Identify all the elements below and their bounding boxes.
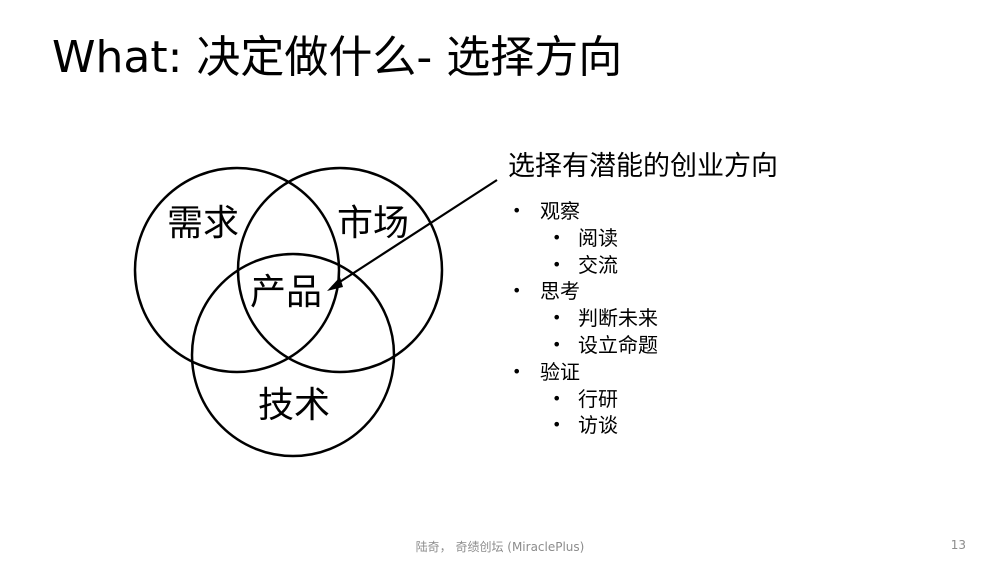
sub-bullet-item: •行研 bbox=[552, 386, 618, 411]
callout-arrow-head bbox=[327, 277, 343, 291]
footer-credit: 陆奇， 奇绩创坛 (MiraclePlus) bbox=[415, 540, 585, 554]
venn-label-demand: 需求 bbox=[167, 203, 240, 244]
bullet-dot-icon: • bbox=[552, 415, 562, 435]
bullet-dot-icon: • bbox=[512, 361, 522, 381]
sub-bullet-item: •阅读 bbox=[552, 225, 618, 250]
bullet-item: •观察 bbox=[512, 199, 580, 223]
slide-title: What: 决定做什么- 选择方向 bbox=[52, 32, 623, 83]
sub-bullet-item: •判断未来 bbox=[552, 306, 658, 331]
venn-label-product: 产品 bbox=[250, 272, 323, 313]
bullet-dot-icon: • bbox=[552, 388, 562, 408]
bullet-dot-icon: • bbox=[552, 254, 562, 274]
venn-label-tech: 技术 bbox=[258, 385, 331, 426]
bullet-dot-icon: • bbox=[512, 201, 522, 220]
venn-circle-demand bbox=[133, 166, 341, 374]
sub-bullet-item: •设立命题 bbox=[552, 332, 658, 357]
bullet-item: •验证 bbox=[512, 359, 580, 384]
sub-bullet-item: •交流 bbox=[552, 252, 618, 277]
sub-bullet-item: •访谈 bbox=[552, 413, 618, 438]
bullet-list: •观察 •阅读 •交流 •思考 •判断未来 •设立命题 •验证 •行研 •访谈 bbox=[512, 198, 658, 439]
callout-heading: 选择有潜能的创业方向 bbox=[508, 151, 778, 182]
venn-label-market: 市场 bbox=[337, 203, 410, 244]
bullet-dot-icon: • bbox=[512, 281, 522, 301]
venn-circle-tech bbox=[190, 252, 396, 458]
bullet-dot-icon: • bbox=[552, 308, 562, 328]
page-number: 13 bbox=[950, 538, 966, 552]
callout-arrow-line bbox=[331, 179, 498, 288]
bullet-item: •思考 bbox=[512, 279, 580, 304]
bullet-dot-icon: • bbox=[552, 227, 562, 247]
bullet-dot-icon: • bbox=[552, 334, 562, 354]
